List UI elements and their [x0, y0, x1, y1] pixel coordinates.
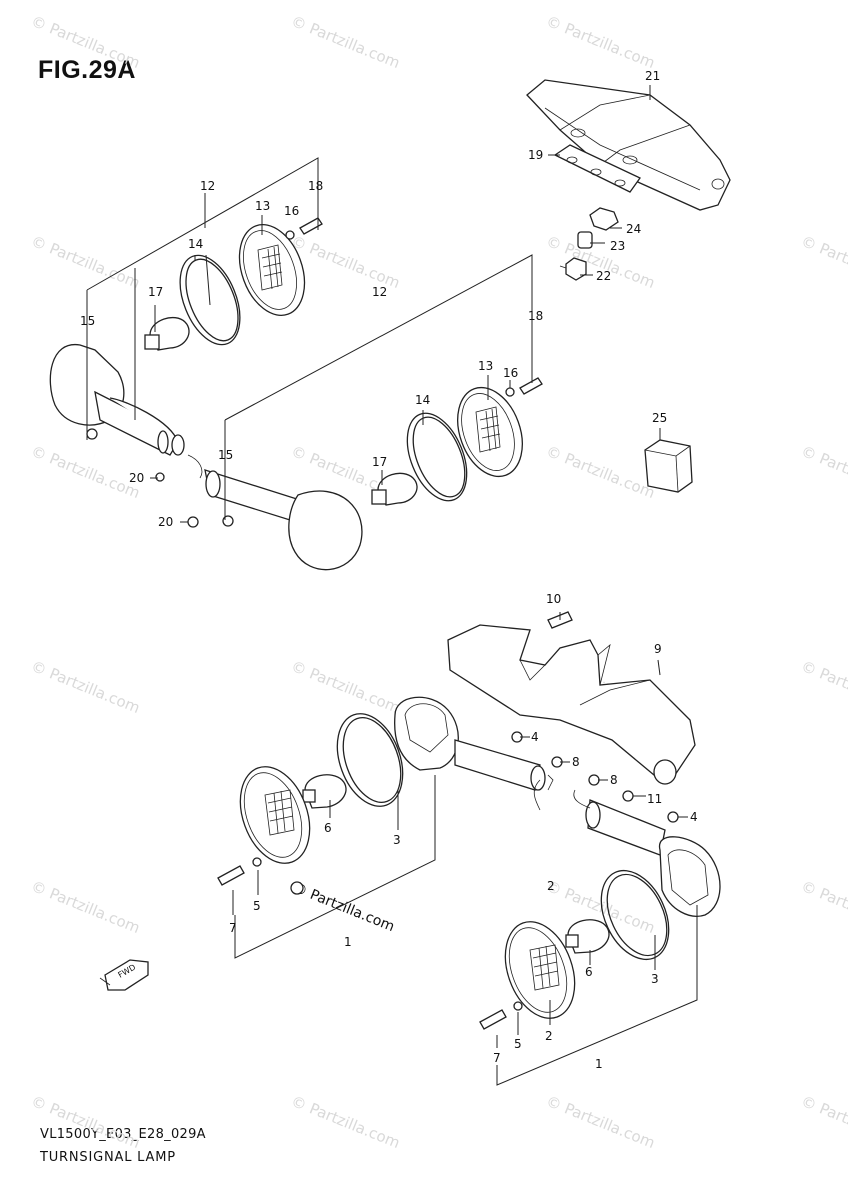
- callout-25: 25: [652, 411, 667, 425]
- washer: [285, 230, 295, 240]
- gasket-ring: [179, 254, 241, 346]
- rear-cover-assembly: [526, 79, 731, 281]
- callout-12: 12: [200, 179, 215, 193]
- callout-8: 8: [572, 755, 580, 769]
- figure-title: FIG.29A: [38, 56, 136, 84]
- bulb-lower-left: [302, 774, 347, 809]
- gasket-ring: [406, 412, 468, 502]
- callout-21: 21: [645, 69, 660, 83]
- callout-15: 15: [218, 448, 233, 462]
- callout-1: 1: [344, 935, 352, 949]
- callout-6: 6: [585, 965, 593, 979]
- watermark: © Partzilla.com: [29, 12, 143, 72]
- front-turnsignal-left: [49, 344, 203, 479]
- callout-23: 23: [610, 239, 625, 253]
- watermark: © Partzilla.com: [544, 442, 658, 502]
- callout-10: 10: [546, 592, 561, 606]
- callout-9: 9: [654, 642, 662, 656]
- center-watermark: © Partzilla.com: [291, 880, 397, 935]
- washer: [252, 857, 262, 867]
- callout-24: 24: [626, 222, 641, 236]
- callout-4: 4: [531, 730, 539, 744]
- watermark: © Partzilla.com: [29, 877, 143, 937]
- relay-unit: [644, 439, 693, 493]
- leader-lines-lower: [232, 612, 698, 1086]
- bulb-upper-right: [371, 472, 418, 506]
- callout-labels: 12 18 13 16 14 17 12 15 18 13 16 14 25 1…: [80, 69, 698, 1071]
- callout-20: 20: [129, 471, 144, 485]
- callout-17: 17: [372, 455, 387, 469]
- gasket-ring: [185, 258, 239, 342]
- callout-13: 13: [478, 359, 493, 373]
- gasket-ring: [342, 717, 402, 803]
- copyright-symbol: [290, 881, 304, 895]
- watermark: © Partzilla.com: [289, 657, 403, 717]
- watermark: © Partzilla.com: [544, 232, 658, 292]
- watermark: © Partzilla.com: [544, 1092, 658, 1152]
- watermark: © Partzilla.com: [289, 232, 403, 292]
- callout-4: 4: [690, 810, 698, 824]
- callout-1: 1: [595, 1057, 603, 1071]
- watermark: © Partzilla.com: [29, 442, 143, 502]
- washer: [505, 387, 515, 397]
- callout-14: 14: [188, 237, 203, 251]
- screw: [217, 865, 245, 886]
- screw: [299, 217, 323, 235]
- callout-7: 7: [493, 1051, 501, 1065]
- rear-bracket: [447, 624, 696, 785]
- callout-3: 3: [393, 833, 401, 847]
- watermark: © Partzilla.com: [29, 1092, 143, 1152]
- callout-16: 16: [503, 366, 518, 380]
- callout-7: 7: [229, 921, 237, 935]
- screw: [479, 1009, 507, 1030]
- watermark: © Partzilla.com: [799, 1092, 848, 1152]
- watermark: © Partzilla.com: [799, 877, 848, 937]
- callout-5: 5: [514, 1037, 522, 1051]
- bulb-lower-right: [565, 919, 610, 954]
- callout-5: 5: [253, 899, 261, 913]
- leader-lines-upper: [86, 85, 661, 523]
- callout-17: 17: [148, 285, 163, 299]
- callout-18: 18: [308, 179, 323, 193]
- watermark: © Partzilla.com: [289, 12, 403, 72]
- callout-22: 22: [596, 269, 611, 283]
- callout-3: 3: [651, 972, 659, 986]
- washer: [513, 1001, 523, 1011]
- callout-2: 2: [547, 879, 555, 893]
- lens-lower-right: [504, 921, 576, 1019]
- watermark: © Partzilla.com: [799, 442, 848, 502]
- lens-lower-left: [239, 766, 311, 864]
- watermark: © Partzilla.com: [289, 1092, 403, 1152]
- callout-20: 20: [158, 515, 173, 529]
- callout-6: 6: [324, 821, 332, 835]
- gasket-ring: [336, 713, 404, 807]
- bulb-upper-left: [144, 317, 190, 351]
- watermark: © Partzilla.com: [799, 232, 848, 292]
- rear-turnsignal-right: [573, 789, 721, 917]
- front-turnsignal-right: [155, 469, 363, 571]
- callout-12: 12: [372, 285, 387, 299]
- figure-name: TURNSIGNAL LAMP: [40, 1150, 176, 1165]
- watermark: © Partzilla.com: [799, 657, 848, 717]
- callout-15: 15: [80, 314, 95, 328]
- watermark: © Partzilla.com: [29, 232, 143, 292]
- callout-13: 13: [255, 199, 270, 213]
- callout-18: 18: [528, 309, 543, 323]
- lens-upper-left: [238, 224, 306, 316]
- callout-19: 19: [528, 148, 543, 162]
- figure-code: VL1500Y_E03_E28_029A: [40, 1127, 206, 1142]
- callout-2: 2: [545, 1029, 553, 1043]
- callout-11: 11: [647, 792, 662, 806]
- callout-8: 8: [610, 773, 618, 787]
- watermark: © Partzilla.com: [544, 12, 658, 72]
- forward-arrow: FWD: [99, 959, 149, 991]
- callout-14: 14: [415, 393, 430, 407]
- screw: [519, 377, 543, 395]
- rear-turnsignal-left: [394, 696, 679, 823]
- lens-upper-right: [457, 386, 523, 478]
- callout-16: 16: [284, 204, 299, 218]
- watermark: © Partzilla.com: [29, 657, 143, 717]
